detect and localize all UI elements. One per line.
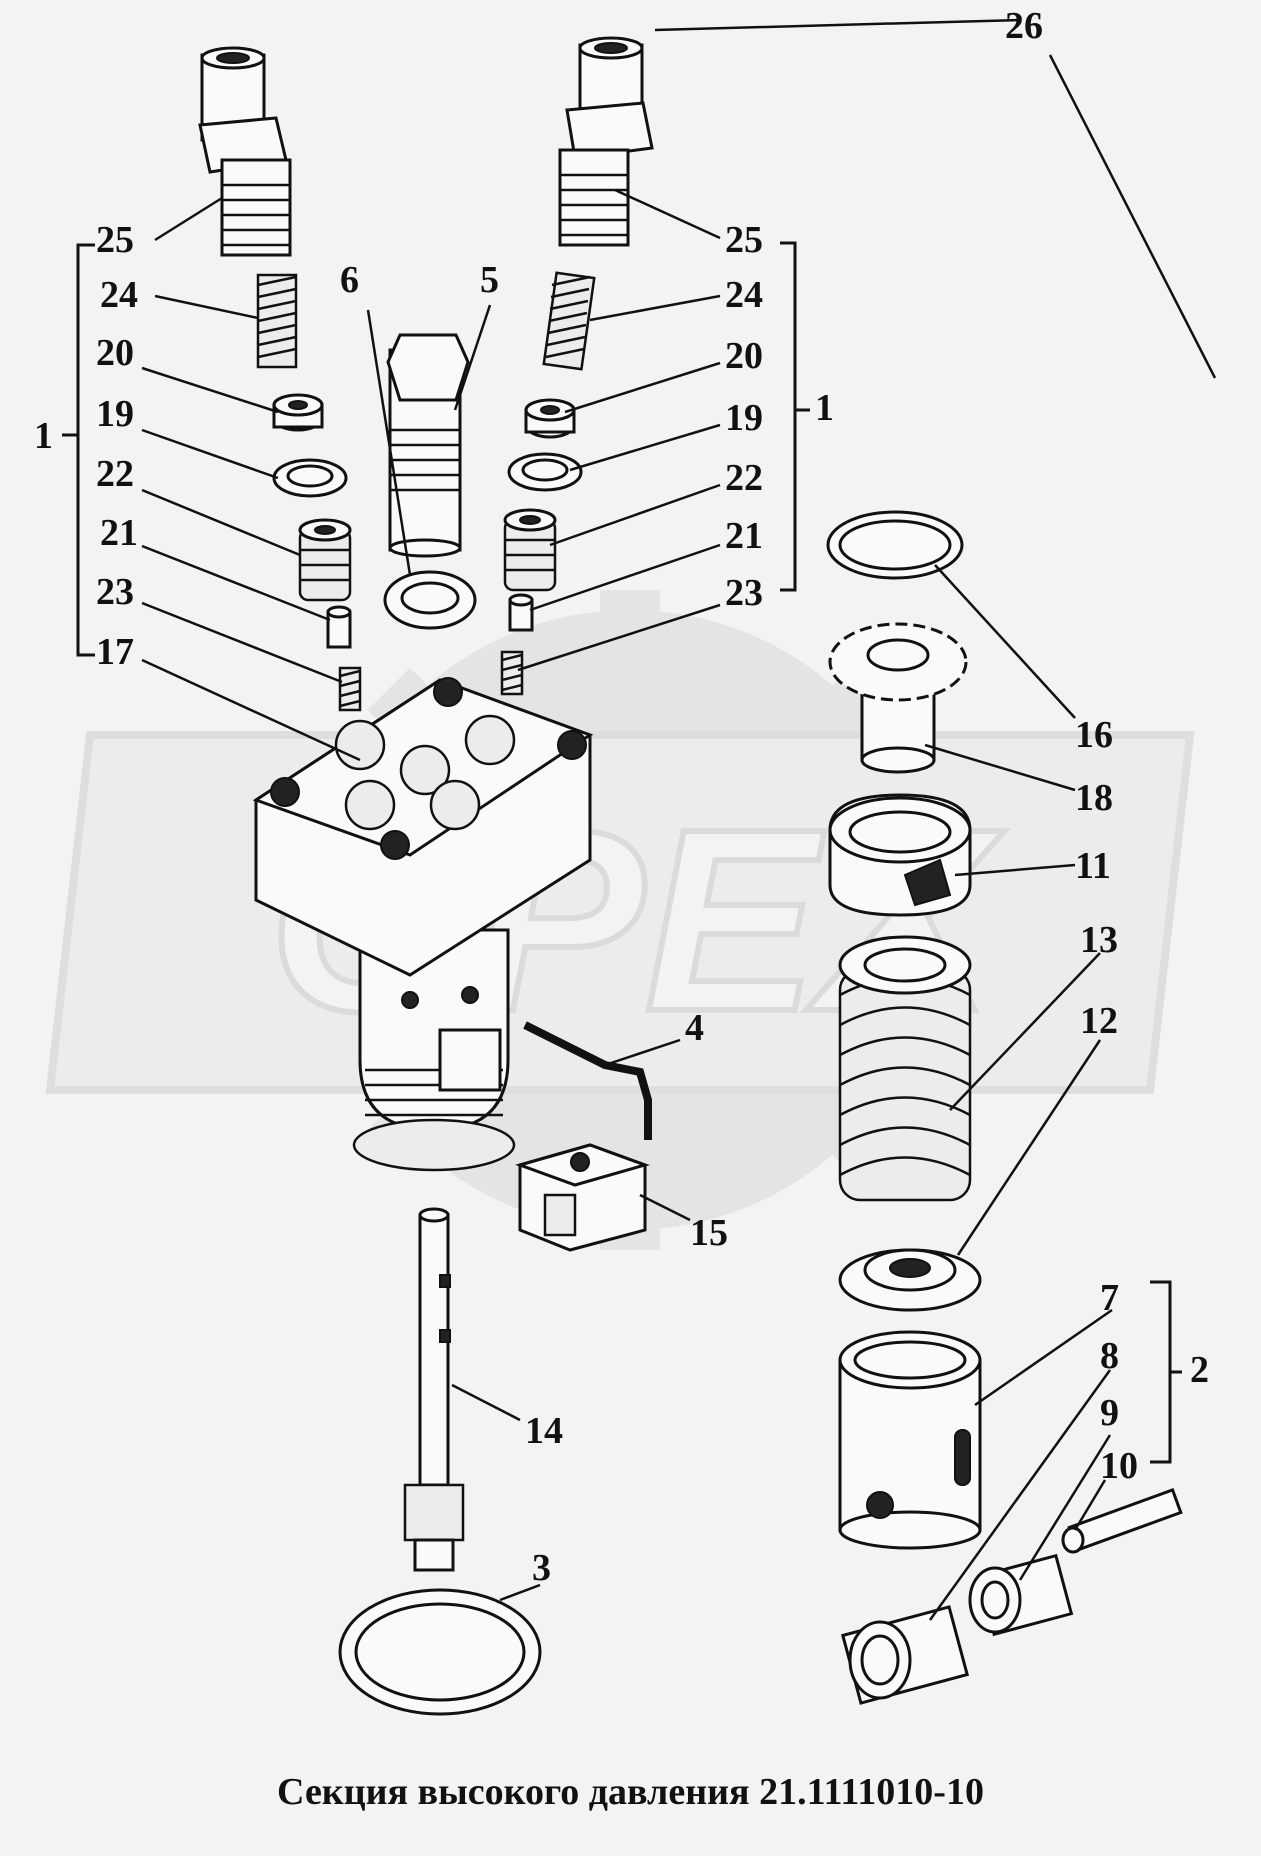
- callout-8: 8: [1100, 1335, 1119, 1377]
- callout-21-right: 21: [725, 515, 763, 557]
- gear-18: [828, 622, 968, 774]
- right-spring-23: [500, 650, 524, 696]
- lever-4: [523, 1021, 652, 1140]
- callout-26: 26: [1005, 5, 1043, 47]
- callout-7: 7: [1100, 1277, 1119, 1319]
- callout-21-left: 21: [100, 512, 138, 554]
- watermark-logo: OPEX: [45, 590, 1195, 1250]
- left-spring-24: [256, 273, 298, 369]
- callout-22-right: 22: [725, 457, 763, 499]
- callout-23-right: 23: [725, 572, 763, 614]
- spring-plate-12: [838, 1248, 982, 1312]
- callout-1-left: 1: [34, 415, 53, 457]
- callout-19-left: 19: [96, 393, 134, 435]
- left-fitting-25: [198, 46, 292, 257]
- callout-17: 17: [96, 631, 134, 673]
- callout-14: 14: [525, 1410, 563, 1452]
- right-valve-22: [503, 508, 557, 592]
- callout-16: 16: [1075, 714, 1113, 756]
- spring-13: [838, 935, 972, 1202]
- callout-24-left: 24: [100, 274, 138, 316]
- callout-1-right: 1: [815, 387, 834, 429]
- leader-lines: [141, 18, 1217, 1621]
- right-spring-24: [542, 271, 596, 371]
- callout-5: 5: [480, 259, 499, 301]
- bolt-5: [386, 333, 470, 558]
- pin-10: [1061, 1487, 1183, 1554]
- callout-20-right: 20: [725, 335, 763, 377]
- callout-4: 4: [685, 1007, 704, 1049]
- callout-12: 12: [1080, 1000, 1118, 1042]
- callout-11: 11: [1075, 845, 1111, 887]
- callout-18: 18: [1075, 777, 1113, 819]
- callout-labels: 26 25 24 20 19 22 21 23 17 1 6 5 25 24 2…: [34, 5, 1209, 1589]
- left-spring-23: [338, 666, 362, 712]
- bushing-9: [968, 1553, 1074, 1637]
- tappet-7: [838, 1330, 982, 1550]
- brackets: [62, 241, 1182, 1464]
- callout-22-left: 22: [96, 453, 134, 495]
- left-valve-22: [298, 518, 352, 602]
- callout-24-right: 24: [725, 274, 763, 316]
- callout-9: 9: [1100, 1392, 1119, 1434]
- callout-25-left: 25: [96, 219, 134, 261]
- sleeve-11: [828, 793, 972, 917]
- callout-13: 13: [1080, 919, 1118, 961]
- callout-6: 6: [340, 259, 359, 301]
- callout-25-right: 25: [725, 219, 763, 261]
- callout-20-left: 20: [96, 332, 134, 374]
- diagram-caption: Секция высокого давления 21.1111010-10: [277, 1771, 984, 1813]
- roller-8: [840, 1605, 970, 1705]
- block-15: [515, 1143, 650, 1252]
- callout-19-right: 19: [725, 397, 763, 439]
- callout-2: 2: [1190, 1349, 1209, 1391]
- callout-10: 10: [1100, 1445, 1138, 1487]
- plunger-14: [403, 1207, 465, 1572]
- pump-housing-17: [252, 677, 594, 1172]
- callout-23-left: 23: [96, 571, 134, 613]
- callout-15: 15: [690, 1212, 728, 1254]
- right-fitting-25: [558, 36, 654, 247]
- callout-3: 3: [532, 1547, 551, 1589]
